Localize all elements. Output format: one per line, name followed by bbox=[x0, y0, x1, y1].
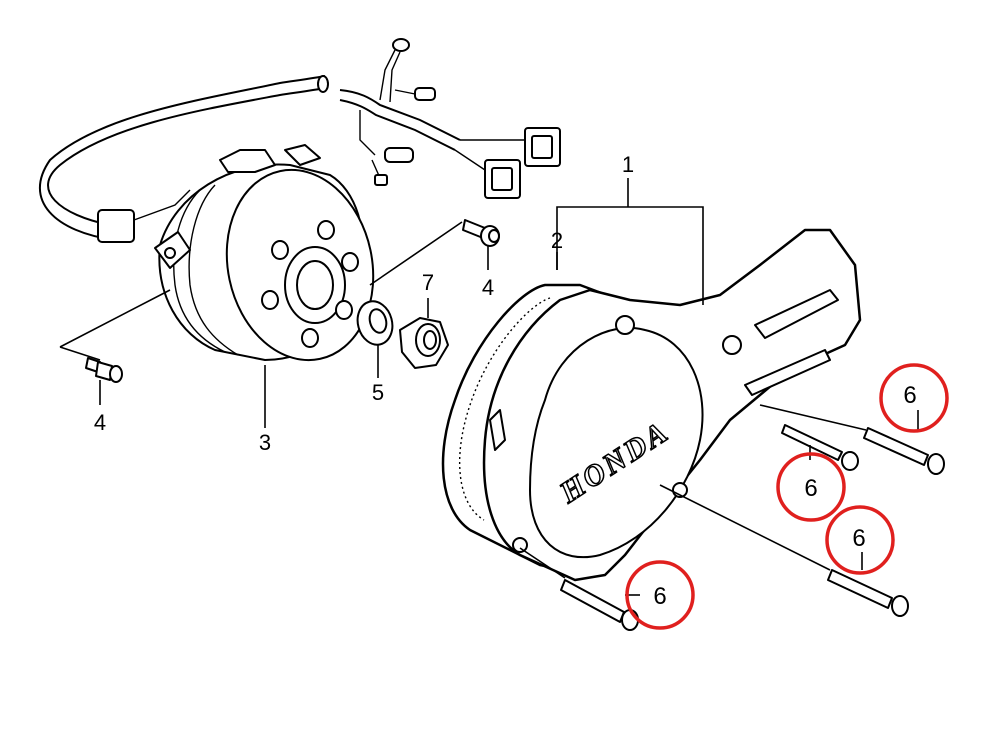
callout-6-a: 6 bbox=[903, 382, 916, 409]
callout-7: 7 bbox=[422, 270, 434, 295]
bolt-6-c bbox=[827, 569, 909, 617]
callout-6-d: 6 bbox=[653, 583, 666, 610]
callout-3: 3 bbox=[259, 430, 271, 455]
callout-4-right: 4 bbox=[482, 275, 494, 300]
nut-7 bbox=[399, 317, 449, 369]
bolt-4-left bbox=[85, 357, 123, 383]
callout-1: 1 bbox=[622, 152, 634, 177]
washer-5 bbox=[356, 300, 394, 346]
highlight-circle-6-c bbox=[825, 505, 895, 575]
highlight-circle-6-d bbox=[625, 560, 695, 630]
crankcase-cover-1 bbox=[482, 228, 862, 582]
highlight-circle-6-b bbox=[776, 452, 846, 522]
highlight-circle-6-a bbox=[879, 363, 949, 433]
callout-6-b: 6 bbox=[804, 475, 817, 502]
callout-2: 2 bbox=[551, 228, 563, 253]
stator-flywheel-assembly bbox=[38, 38, 561, 362]
leader-lines bbox=[59, 178, 919, 596]
callout-5: 5 bbox=[372, 380, 384, 405]
callout-6-c: 6 bbox=[852, 525, 865, 552]
bolt-6-a bbox=[781, 424, 859, 471]
bolt-4-right bbox=[462, 219, 500, 247]
callout-4-left: 4 bbox=[94, 410, 106, 435]
bolt-6-b bbox=[863, 427, 945, 475]
